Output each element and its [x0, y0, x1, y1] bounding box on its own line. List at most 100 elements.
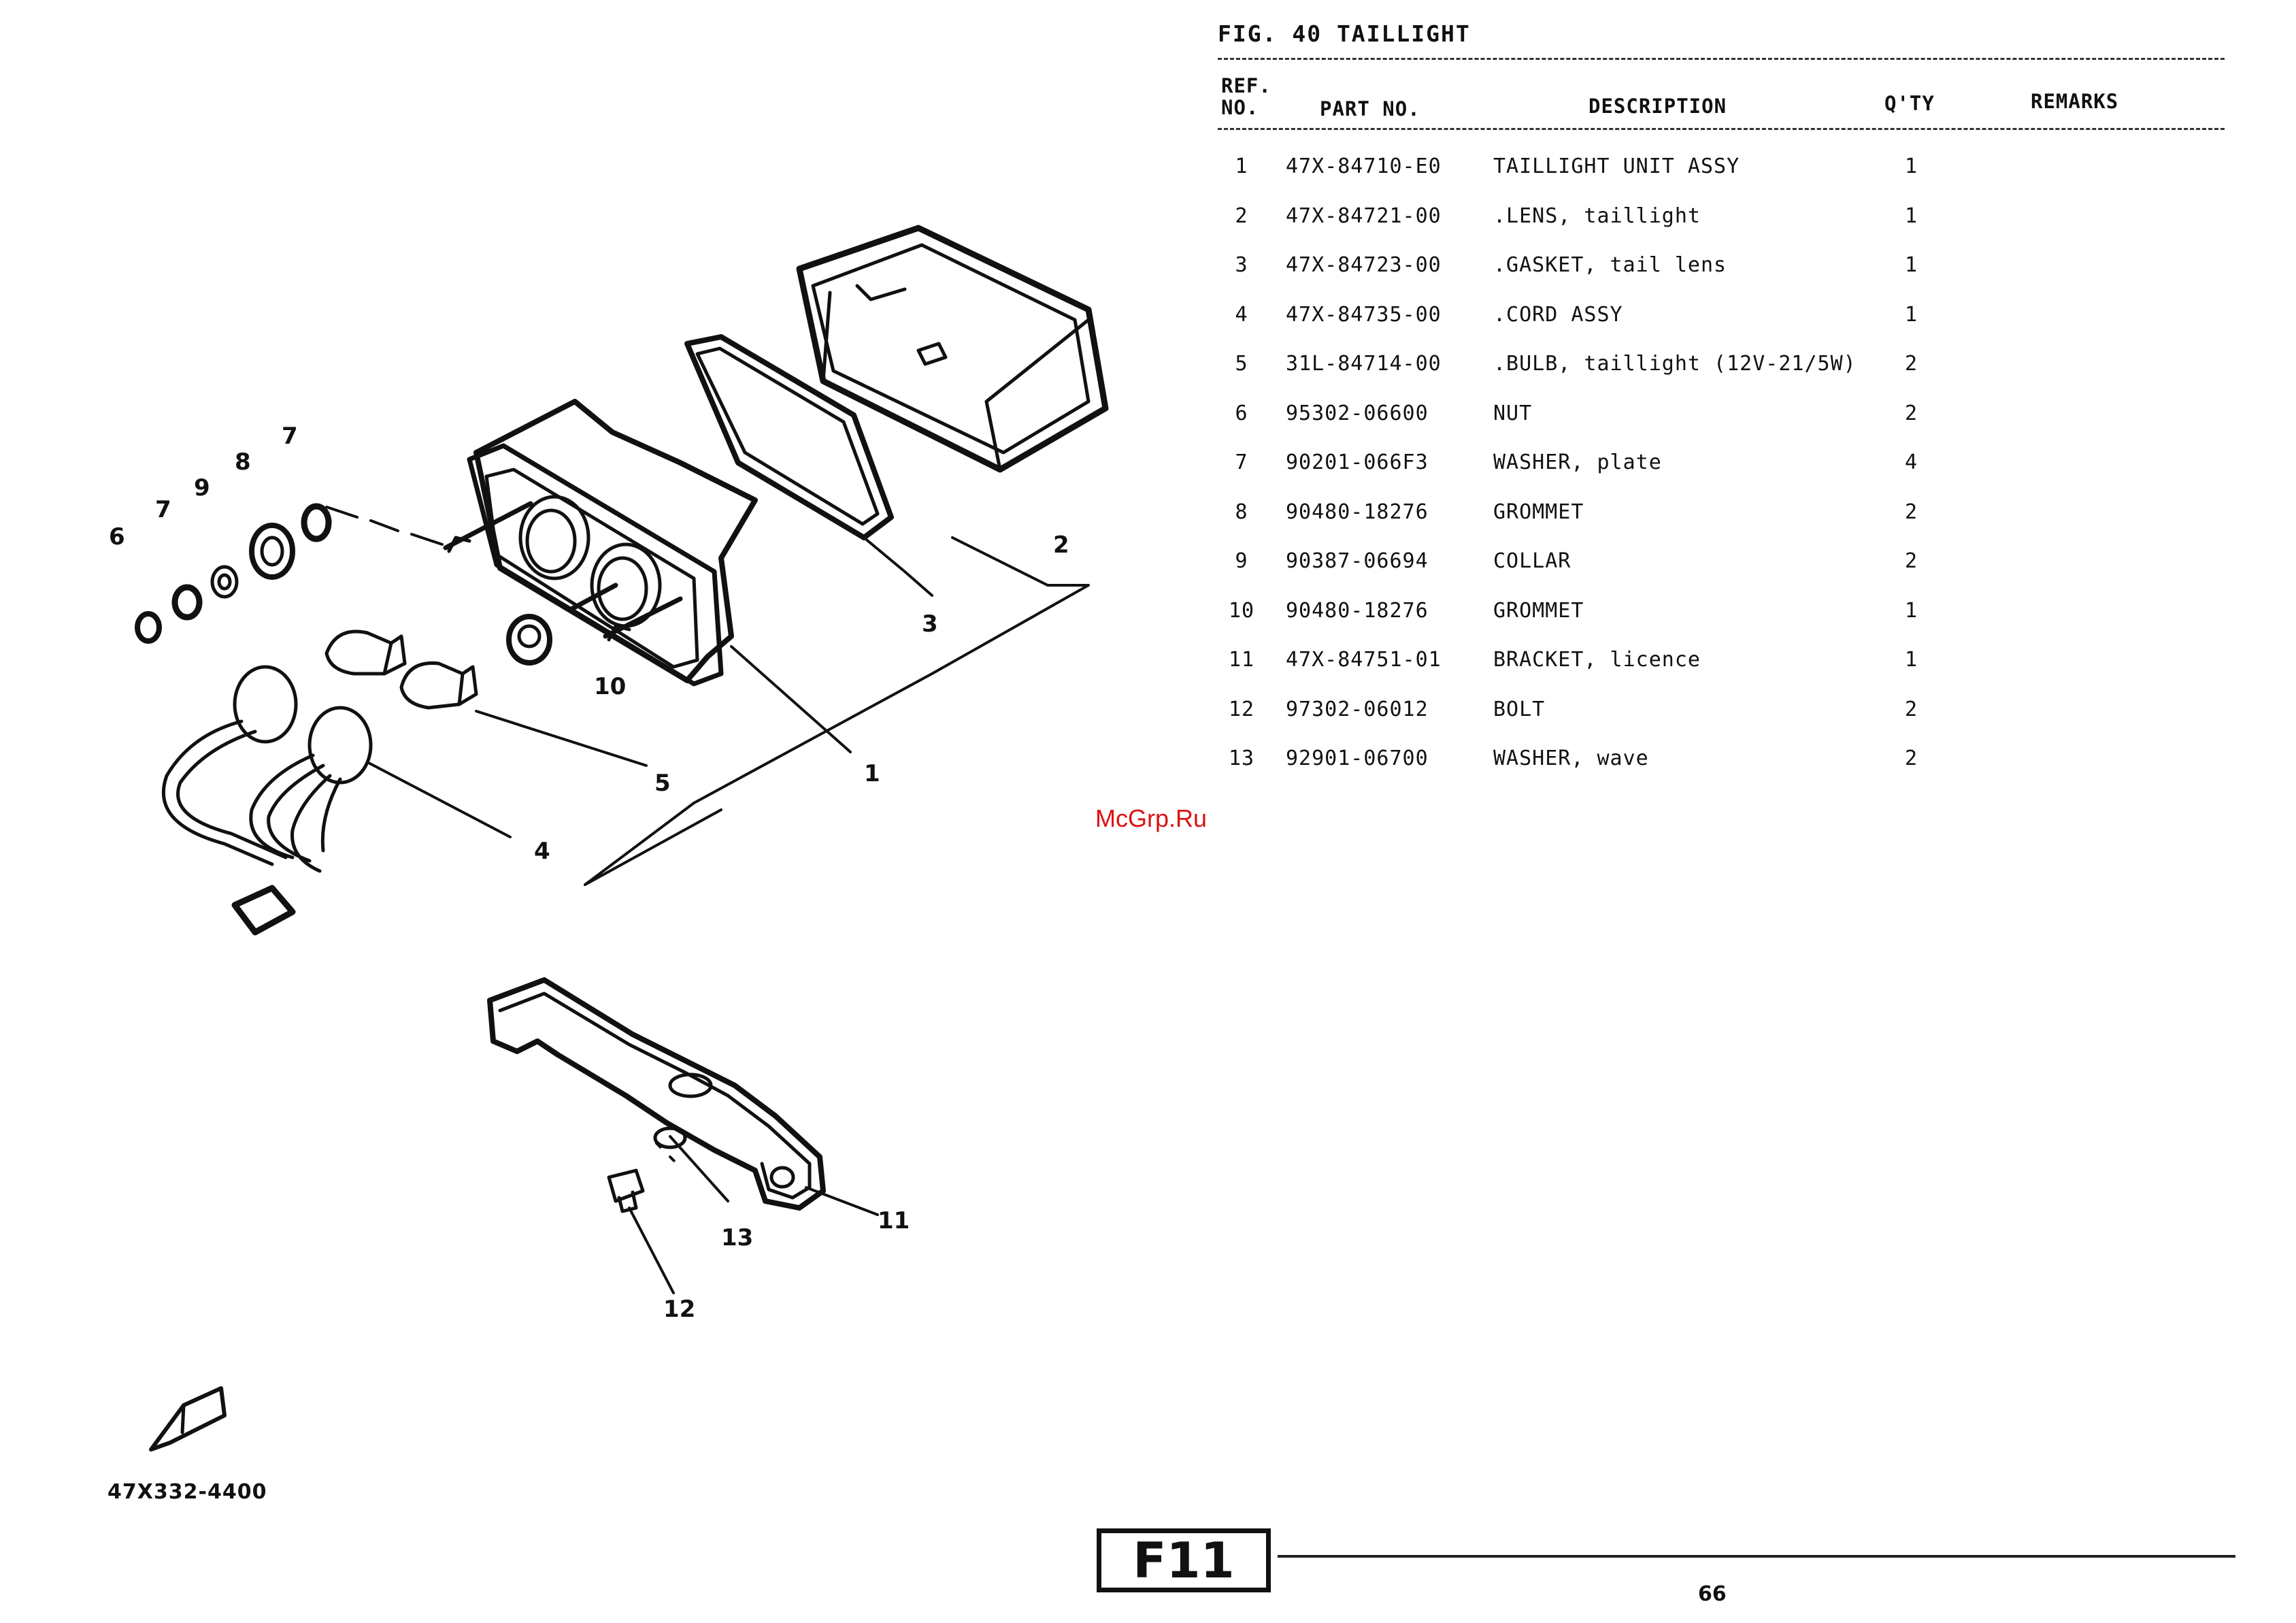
svg-text:9: 9 [194, 474, 210, 502]
table-row: 8 90480-18276 GROMMET 2 [0, 0, 2296, 524]
svg-text:12: 12 [663, 1296, 695, 1323]
cell-description: WASHER, wave [1493, 747, 1649, 770]
cell-part-no: 47X-84735-00 [1286, 302, 1442, 327]
svg-text:5: 5 [654, 770, 671, 797]
cell-qty: 1 [1905, 302, 1918, 327]
cell-ref: 13 [1228, 747, 1255, 770]
table-row: 7 90201-066F3 WASHER, plate 4 [0, 0, 2296, 474]
svg-text:6: 6 [109, 523, 125, 551]
gasket-part [684, 334, 894, 540]
svg-text:7: 7 [282, 423, 298, 450]
cell-part-no: 95302-06600 [1286, 401, 1429, 425]
cell-ref: 6 [1235, 401, 1248, 425]
cell-part-no: 97302-06012 [1286, 697, 1429, 721]
table-row: 6 95302-06600 NUT 2 [0, 0, 2296, 425]
cell-part-no: 90480-18276 [1286, 598, 1429, 623]
cell-description: BRACKET, licence [1493, 648, 1701, 672]
watermark: McGrp.Ru [1095, 804, 1208, 832]
cell-ref: 8 [1235, 499, 1248, 524]
col-header-ref: REF. NO. [1221, 74, 1271, 119]
cell-part-no: 47X-84721-00 [1286, 203, 1442, 228]
cell-qty: 2 [1905, 401, 1918, 425]
cell-qty: 1 [1905, 648, 1918, 672]
svg-text:4: 4 [534, 838, 550, 865]
cell-qty: 2 [1905, 697, 1918, 721]
table-row: 9 90387-06694 COLLAR 2 [0, 0, 2296, 573]
cell-part-no: 47X-84723-00 [1286, 253, 1442, 277]
svg-text:1: 1 [864, 760, 880, 787]
svg-text:7: 7 [155, 496, 171, 523]
bulb-parts [325, 629, 478, 710]
svg-text:10: 10 [594, 673, 626, 700]
cell-part-no: 90201-066F3 [1286, 450, 1429, 474]
cell-description: .CORD ASSY [1493, 302, 1623, 327]
cell-qty: 2 [1905, 549, 1918, 573]
cell-part-no: 47X-84751-01 [1286, 648, 1442, 672]
col-header-remarks: REMARKS [2031, 90, 2119, 113]
exploded-parts-diagram: 6 7 9 8 7 2 3 10 5 1 4 11 13 12 [109, 225, 1109, 1452]
cell-ref: 4 [1235, 302, 1248, 327]
cell-ref: 7 [1235, 450, 1248, 474]
cell-qty: 2 [1905, 747, 1918, 770]
cell-qty: 1 [1905, 598, 1918, 623]
cell-ref: 12 [1228, 697, 1255, 721]
svg-text:11: 11 [878, 1207, 910, 1234]
lens-part [796, 225, 1109, 473]
header-divider-bottom [1218, 128, 2225, 130]
figure-title: FIG. 40 TAILLIGHT [1218, 20, 1471, 47]
cell-part-no: 47X-84710-E0 [1286, 154, 1442, 178]
cell-part-no: 92901-06700 [1286, 747, 1429, 770]
cord-assembly-part [161, 665, 373, 936]
cell-ref: 1 [1235, 154, 1248, 178]
col-header-qty: Q'TY [1884, 92, 1935, 115]
header-divider-top [1218, 58, 2225, 60]
cell-description: .LENS, taillight [1493, 203, 1701, 228]
table-row: 3 47X-84723-00 .GASKET, tail lens 1 [0, 0, 2296, 277]
cell-description: GROMMET [1493, 499, 1584, 524]
cell-description: .GASKET, tail lens [1493, 253, 1727, 277]
cell-ref: 10 [1228, 598, 1255, 623]
cell-qty: 1 [1905, 154, 1918, 178]
housing-part [443, 399, 758, 687]
hardware-parts [135, 503, 552, 666]
cell-description: COLLAR [1493, 549, 1571, 573]
cell-ref: 11 [1228, 648, 1255, 672]
cell-part-no: 31L-84714-00 [1286, 352, 1442, 376]
callout-numbers: 6 7 9 8 7 2 3 10 5 1 4 11 13 12 [109, 423, 1069, 1323]
col-header-description: DESCRIPTION [1588, 95, 1727, 118]
forward-arrow-icon [149, 1386, 227, 1452]
leader-lines [325, 506, 1090, 1294]
section-label: F11 [1097, 1528, 1271, 1592]
table-row: 4 47X-84735-00 .CORD ASSY 1 [0, 0, 2296, 327]
cell-ref: 2 [1235, 203, 1248, 228]
cell-description: NUT [1493, 401, 1533, 425]
cell-description: BOLT [1493, 697, 1546, 721]
svg-text:2: 2 [1053, 531, 1069, 559]
cell-qty: 4 [1905, 450, 1918, 474]
cell-part-no: 90480-18276 [1286, 499, 1429, 524]
cell-qty: 1 [1905, 203, 1918, 228]
diagram-code: 47X332-4400 [107, 1480, 267, 1504]
svg-text:13: 13 [721, 1224, 753, 1251]
bracket-part [487, 977, 826, 1213]
svg-text:3: 3 [922, 610, 938, 638]
cell-description: GROMMET [1493, 598, 1584, 623]
cell-qty: 2 [1905, 352, 1918, 376]
cell-description: TAILLIGHT UNIT ASSY [1493, 154, 1740, 178]
cell-ref: 9 [1235, 549, 1248, 573]
table-row: 2 47X-84721-00 .LENS, taillight 1 [0, 0, 2296, 228]
footer-rule [1278, 1555, 2235, 1558]
cell-ref: 3 [1235, 253, 1248, 277]
col-header-part-no: PART NO. [1320, 97, 1420, 120]
svg-text:8: 8 [235, 448, 251, 476]
table-row: 1 47X-84710-E0 TAILLIGHT UNIT ASSY 1 [0, 0, 2296, 178]
cell-description: .BULB, taillight (12V-21/5W) [1493, 352, 1857, 376]
page-number: 66 [1698, 1582, 1727, 1606]
cell-part-no: 90387-06694 [1286, 549, 1429, 573]
cell-description: WASHER, plate [1493, 450, 1662, 474]
